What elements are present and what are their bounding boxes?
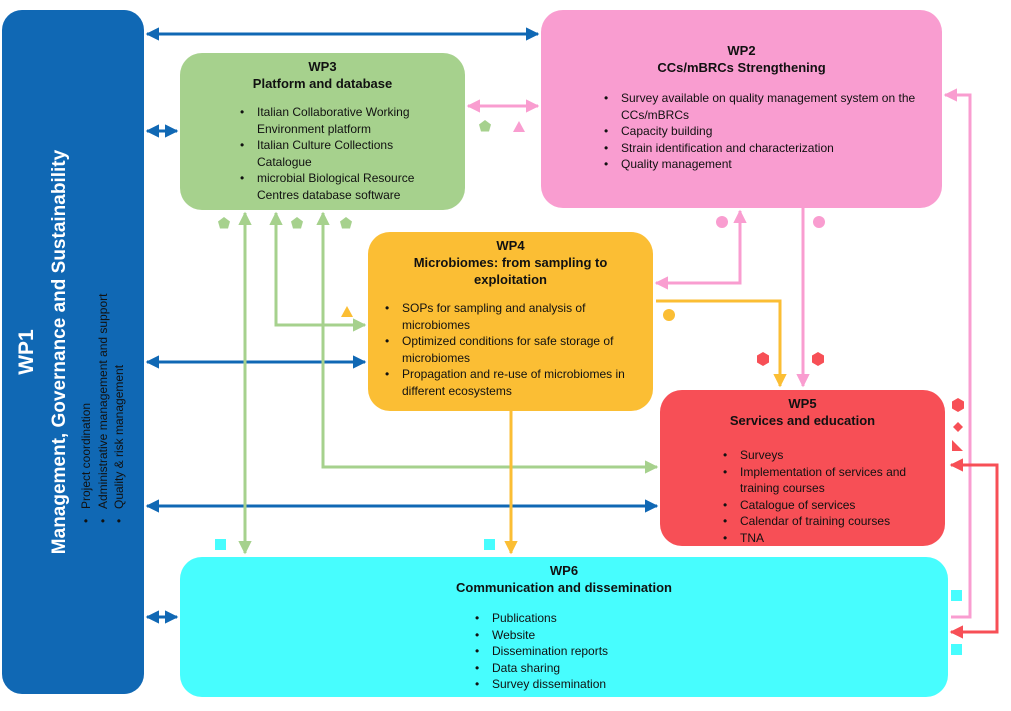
wp6-item: Publications	[472, 610, 948, 627]
wp6-item: Survey dissemination	[472, 676, 948, 693]
wp6-title: Communication and dissemination	[456, 580, 672, 595]
red-hexagon-marker	[812, 352, 824, 366]
arrow-wp5-wp6	[949, 458, 999, 639]
wp6-item: Dissemination reports	[472, 643, 948, 660]
wp3-id: WP3	[308, 59, 337, 74]
wp5-title: Services and education	[729, 413, 876, 428]
wp3-item: Italian Collaborative Working Environmen…	[237, 104, 435, 137]
wp5-item: Calendar of training courses	[720, 513, 925, 530]
wp5-id: WP5	[788, 396, 817, 411]
wp5-item: Catalogue of services	[720, 497, 925, 514]
wp2-box: WP2 CCs/mBRCs Strengthening Survey avail…	[541, 10, 942, 208]
wp6-item: Data sharing	[472, 660, 948, 677]
red-hexagon-marker	[757, 352, 769, 366]
wp3-list: Italian Collaborative Working Environmen…	[237, 104, 435, 203]
wp2-id: WP2	[727, 43, 756, 58]
wp2-list: Survey available on quality management s…	[601, 90, 928, 173]
arrow-wp3-wp5	[316, 211, 659, 474]
cyan-square-marker	[951, 590, 962, 601]
wp5-item: Implementation of services and training …	[720, 464, 925, 497]
wp5-box: WP5 Services and education Surveys Imple…	[660, 390, 945, 546]
wp3-item: microbial Biological Resource Centres da…	[237, 170, 435, 203]
wp6-box: WP6 Communication and dissemination Publ…	[180, 557, 948, 697]
pink-triangle-marker	[513, 121, 525, 132]
green-pentagon-marker	[291, 217, 303, 229]
wp2-title: CCs/mBRCs Strengthening	[657, 60, 826, 75]
wp5-item: Surveys	[720, 447, 925, 464]
wp2-item: Strain identification and characterizati…	[601, 140, 928, 157]
green-pentagon-marker	[479, 120, 491, 132]
green-pentagon-marker	[340, 217, 352, 229]
wp2-item: Capacity building	[601, 123, 928, 140]
yellow-triangle-marker	[341, 306, 353, 317]
green-pentagon-marker	[218, 217, 230, 229]
arrow-wp3-wp4	[269, 211, 367, 332]
pink-circle-marker	[716, 216, 728, 228]
arrow-wp2-wp6	[943, 88, 972, 619]
wp3-item: Italian Culture Collections Catalogue	[237, 137, 435, 170]
wp2-item: Quality management	[601, 156, 928, 173]
wp5-list: Surveys Implementation of services and t…	[720, 447, 925, 546]
wp6-id: WP6	[549, 563, 579, 578]
wp3-title: Platform and database	[252, 76, 393, 91]
arrow-wp4-wp5	[656, 299, 787, 388]
red-hexagon-marker	[952, 398, 964, 412]
wp1-box: WP1 Management, Governance and Sustainab…	[2, 10, 144, 694]
red-triangle-marker	[952, 440, 963, 451]
cyan-square-marker	[951, 644, 962, 655]
wp6-list: Publications Website Dissemination repor…	[472, 610, 948, 693]
cyan-square-marker	[215, 539, 226, 550]
wp6-item: Website	[472, 627, 948, 644]
pink-circle-marker	[813, 216, 825, 228]
arrow-wp2-wp4	[654, 209, 747, 290]
wp5-item: TNA	[720, 530, 925, 547]
cyan-square-marker	[484, 539, 495, 550]
wp2-item: Survey available on quality management s…	[601, 90, 928, 123]
yellow-circle-marker	[663, 309, 675, 321]
wp3-box: WP3 Platform and database Italian Collab…	[180, 53, 465, 210]
red-diamond-marker	[953, 422, 963, 432]
